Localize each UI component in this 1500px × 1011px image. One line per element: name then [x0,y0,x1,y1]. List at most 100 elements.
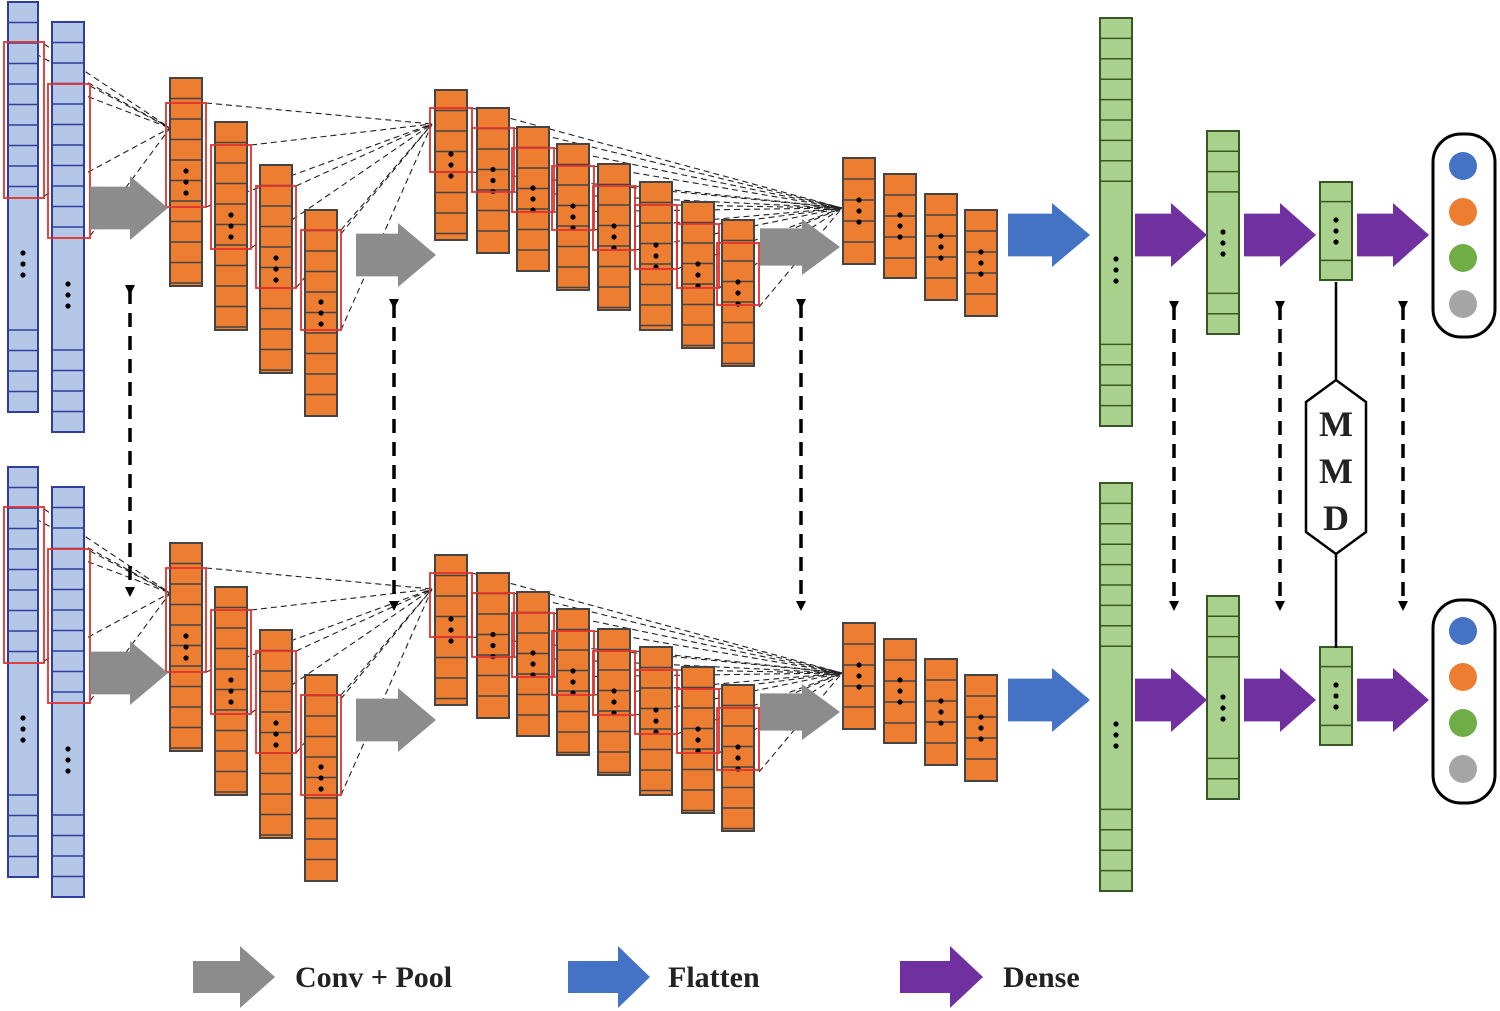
source-conv1-feature-map-2-ellipsis-dot [228,234,234,240]
source-conv1-feature-map-2-ellipsis-dot [228,212,234,218]
flatten-arrow-icon [568,946,650,1008]
source-conv2-feature-map-1 [434,89,468,241]
target-conv1-to-conv2-lines [295,588,433,652]
target-conv1-feature-map-1-ellipsis-dot [183,655,189,661]
target-conv1-feature-map-3-ellipsis-dot [273,720,279,726]
source-conv1-receptive-field-1 [165,102,207,208]
target-conv3-feature-map-2-ellipsis-dot [897,699,903,705]
mmd-letter-3: D [1323,498,1349,538]
target-input-col-1-body [7,466,39,878]
source-conv2-to-conv3-lines [513,127,843,209]
target-flatten-layer-body [1099,482,1133,892]
target-dense-layer-2-ellipsis-dot [1333,704,1339,710]
target-conv3-feature-map-2-ellipsis-dot [897,677,903,683]
source-conv1-feature-map-1 [169,77,203,287]
target-conv1-feature-map-2-ellipsis-dot [228,677,234,683]
target-dense-layer-1 [1206,595,1240,800]
dense-arrow-icon [900,946,983,1008]
source-conv2-feature-map-6-ellipsis-dot [653,253,659,259]
source-conv2-feature-map-4 [556,143,590,291]
mmd-letter-2: M [1319,451,1353,491]
source-conv1-feature-map-3-ellipsis-dot [273,255,279,261]
target-conv2-to-conv3-lines [676,669,843,674]
target-conv2-receptive-field-8 [716,707,760,771]
source-input-col-2 [51,21,85,433]
target-conv1-receptive-field-3 [255,650,297,754]
legend-dense: Dense [900,946,1080,1008]
source-conv2-feature-map-8 [721,219,755,367]
target-dense-layer-1-ellipsis-dot [1220,716,1226,722]
target-conv1-feature-map-2-ellipsis-dot [228,699,234,705]
source-conv1-feature-map-4-ellipsis-dot [318,310,324,316]
target-conv1-feature-map-4 [304,674,338,882]
output-panel-source [1431,132,1497,339]
source-output-class-1-circle [1449,152,1477,180]
target-conv1-feature-map-2 [214,586,248,796]
source-dense-layer-2-ellipsis-dot [1333,217,1339,223]
source-conv3-feature-map-4-ellipsis-dot [978,260,984,266]
target-conv3-feature-map-3-ellipsis-dot [938,720,944,726]
source-conv3-feature-map-1-ellipsis-dot [856,208,862,214]
target-conv3-feature-map-1 [842,622,876,730]
source-conv2-to-conv3-lines [553,147,843,209]
target-dense-layer-1-ellipsis-dot [1220,694,1226,700]
source-output-class-3-circle [1449,244,1477,272]
source-conv3-feature-map-3-ellipsis-dot [938,244,944,250]
target-conv2-feature-map-3-ellipsis-dot [530,661,536,667]
receptive-field-boxes [3,41,760,796]
target-output-class-4-circle [1449,755,1477,783]
target-conv1-to-conv2-lines [340,588,433,796]
target-dense-arrow-3 [1357,668,1429,732]
source-flatten-arrow [1008,203,1090,267]
source-conv2-to-conv3-lines [471,107,843,209]
source-conv3-feature-map-1-ellipsis-dot [856,219,862,225]
flow-arrows [90,176,1429,752]
source-conv2-feature-map-2-ellipsis-dot [490,166,496,173]
target-conv1-receptive-field-1 [165,567,207,673]
target-output-class-3-circle [1449,709,1477,737]
target-flatten-arrow [1008,668,1090,732]
target-conv1-feature-map-4-ellipsis-dot [318,764,324,770]
target-conv2-feature-map-7-ellipsis-dot [695,726,701,732]
target-conv2-to-conv3-lines [513,592,843,674]
target-input-col-2-ellipsis-dot [65,768,71,774]
target-conv1-feature-map-3-ellipsis-dot [273,742,279,748]
target-conv3-feature-map-1-body [842,622,876,730]
source-conv1-feature-map-1-ellipsis-dot [183,179,189,185]
source-input-col-2-ellipsis-dot [65,292,71,298]
target-conv2-feature-map-4-ellipsis-dot [570,679,576,685]
source-dense-layer-1-ellipsis-dot [1220,229,1226,235]
legend-flatten-label: Flatten [668,961,760,994]
target-conv2-feature-map-8-body [721,684,755,832]
target-input-col-1-ellipsis-dot [20,726,26,732]
source-conv2-receptive-field-8 [716,242,760,306]
target-conv1-feature-map-4-ellipsis-dot [318,775,324,781]
source-conv2-feature-map-3-ellipsis-dot [530,185,536,191]
source-conv3-feature-map-4 [964,209,998,317]
source-conv1-feature-map-1-ellipsis-dot [183,168,189,174]
target-conv1-feature-map-1 [169,542,203,752]
source-conv2-feature-map-1-body [434,89,468,241]
target-conv2-receptive-field-7 [676,688,720,754]
target-conv1-feature-map-3-ellipsis-dot [273,731,279,737]
source-flatten-layer-ellipsis-dot [1113,278,1119,284]
source-conv3-feature-map-2-ellipsis-dot [897,234,903,240]
source-conv2-feature-map-7-ellipsis-dot [695,272,701,278]
target-dense-layer-2-ellipsis-dot [1333,682,1339,688]
source-flatten-layer-body [1099,17,1133,427]
source-conv1-feature-map-3-ellipsis-dot [273,266,279,272]
target-output-class-1-circle [1449,617,1477,645]
target-conv2-feature-map-2-ellipsis-dot [490,631,496,638]
target-flatten-layer [1099,482,1133,892]
source-conv2-to-conv3-lines [593,165,843,209]
target-conv-pool-arrow-1 [90,641,168,705]
source-conv2-feature-map-8-ellipsis-dot [735,290,741,296]
target-conv2-feature-map-6-ellipsis-dot [653,707,659,713]
target-conv1-feature-map-1-ellipsis-dot [183,644,189,650]
mmd-connector: M M D [1304,282,1368,648]
target-conv3-feature-map-1-ellipsis-dot [856,673,862,679]
target-conv1-receptive-field-4 [300,694,342,796]
source-output-class-2-circle [1449,198,1477,226]
source-conv3-feature-map-3-ellipsis-dot [938,255,944,261]
legend-dense-label: Dense [1003,961,1080,994]
